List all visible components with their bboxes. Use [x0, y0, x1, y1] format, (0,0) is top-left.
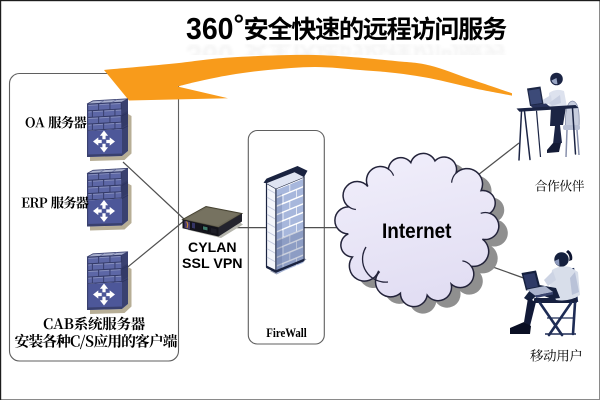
svg-text:FireWall: FireWall — [266, 326, 307, 340]
svg-text:CYLAN: CYLAN — [188, 240, 237, 255]
svg-text:SSL VPN: SSL VPN — [182, 256, 243, 271]
svg-text:360: 360 — [186, 12, 234, 46]
svg-text:Internet: Internet — [382, 219, 452, 243]
